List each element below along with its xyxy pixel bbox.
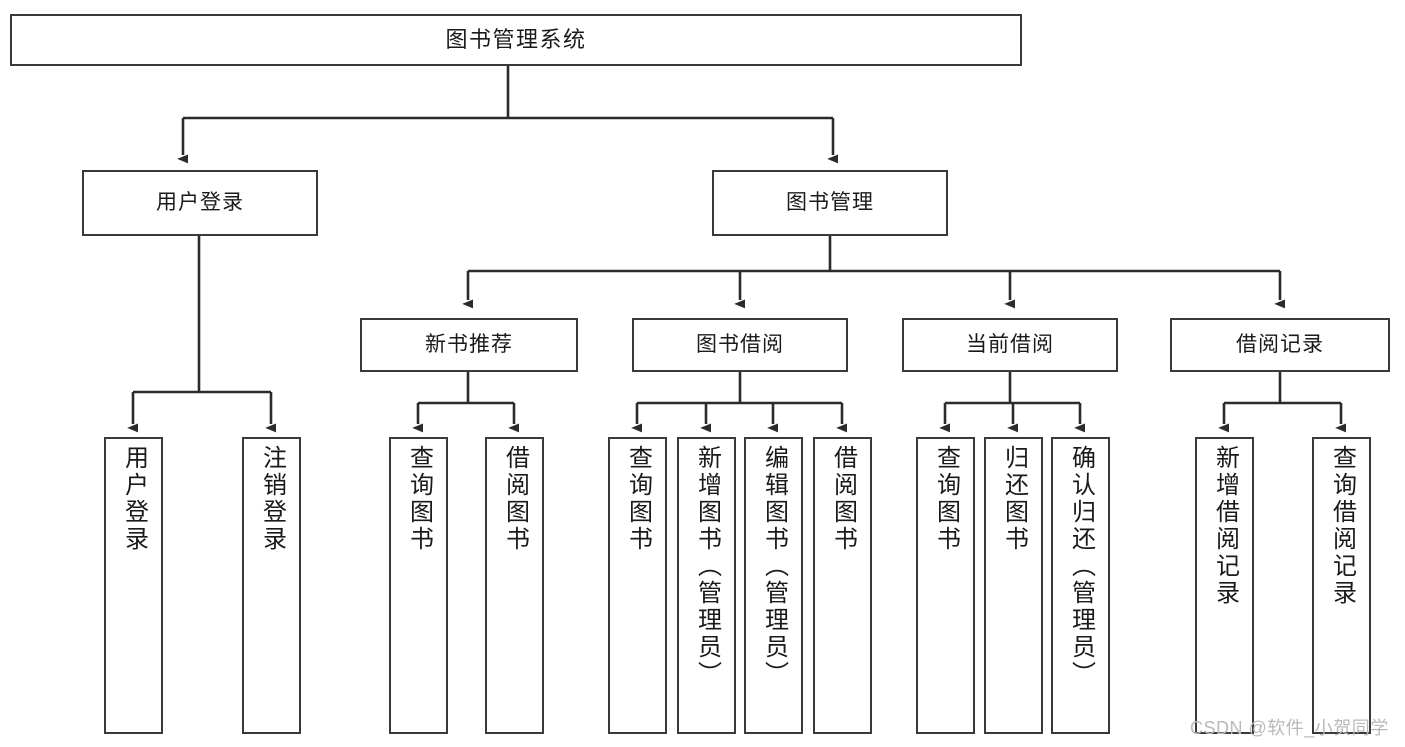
node-leaf-query-book-1[interactable]: 查询图书: [389, 437, 448, 734]
node-leaf-return-book[interactable]: 归还图书: [984, 437, 1043, 734]
watermark-text: CSDN @软件_小贺同学: [1190, 718, 1389, 738]
node-new-book-rec-label: 新书推荐: [425, 332, 513, 356]
node-leaf-add-record[interactable]: 新增借阅记录: [1195, 437, 1254, 734]
node-leaf-edit-book[interactable]: 编辑图书（管理员）: [744, 437, 803, 734]
node-user-login[interactable]: 用户登录: [82, 170, 318, 236]
node-book-manage[interactable]: 图书管理: [712, 170, 948, 236]
node-borrow-record-label: 借阅记录: [1236, 332, 1324, 356]
node-leaf-logout[interactable]: 注销登录: [242, 437, 301, 734]
node-leaf-query-record[interactable]: 查询借阅记录: [1312, 437, 1371, 734]
node-leaf-confirm-return[interactable]: 确认归还（管理员）: [1051, 437, 1110, 734]
node-leaf-borrow-book-1-label: 借阅图书: [501, 445, 529, 553]
node-new-book-rec[interactable]: 新书推荐: [360, 318, 578, 372]
node-user-login-label: 用户登录: [156, 190, 244, 214]
node-leaf-query-record-label: 查询借阅记录: [1328, 445, 1356, 607]
node-leaf-confirm-return-label: 确认归还（管理员）: [1067, 445, 1095, 688]
node-leaf-add-book-label: 新增图书（管理员）: [693, 445, 721, 688]
node-leaf-query-book-3[interactable]: 查询图书: [916, 437, 975, 734]
node-current-borrow-label: 当前借阅: [966, 332, 1054, 356]
node-leaf-borrow-book-2-label: 借阅图书: [829, 445, 857, 553]
node-leaf-edit-book-label: 编辑图书（管理员）: [760, 445, 788, 688]
node-leaf-user-login[interactable]: 用户登录: [104, 437, 163, 734]
node-current-borrow[interactable]: 当前借阅: [902, 318, 1118, 372]
node-leaf-add-record-label: 新增借阅记录: [1211, 445, 1239, 607]
node-leaf-return-book-label: 归还图书: [1000, 445, 1028, 553]
node-book-manage-label: 图书管理: [786, 190, 874, 214]
node-leaf-add-book[interactable]: 新增图书（管理员）: [677, 437, 736, 734]
node-borrow-record[interactable]: 借阅记录: [1170, 318, 1390, 372]
node-leaf-query-book-2-label: 查询图书: [624, 445, 652, 553]
node-root[interactable]: 图书管理系统: [10, 14, 1022, 66]
node-leaf-borrow-book-1[interactable]: 借阅图书: [485, 437, 544, 734]
node-leaf-query-book-1-label: 查询图书: [405, 445, 433, 553]
node-root-label: 图书管理系统: [445, 27, 587, 53]
node-leaf-user-login-label: 用户登录: [120, 445, 148, 553]
node-leaf-query-book-3-label: 查询图书: [932, 445, 960, 553]
node-leaf-logout-label: 注销登录: [258, 445, 286, 553]
node-leaf-query-book-2[interactable]: 查询图书: [608, 437, 667, 734]
node-book-borrow[interactable]: 图书借阅: [632, 318, 848, 372]
node-leaf-borrow-book-2[interactable]: 借阅图书: [813, 437, 872, 734]
node-book-borrow-label: 图书借阅: [696, 332, 784, 356]
